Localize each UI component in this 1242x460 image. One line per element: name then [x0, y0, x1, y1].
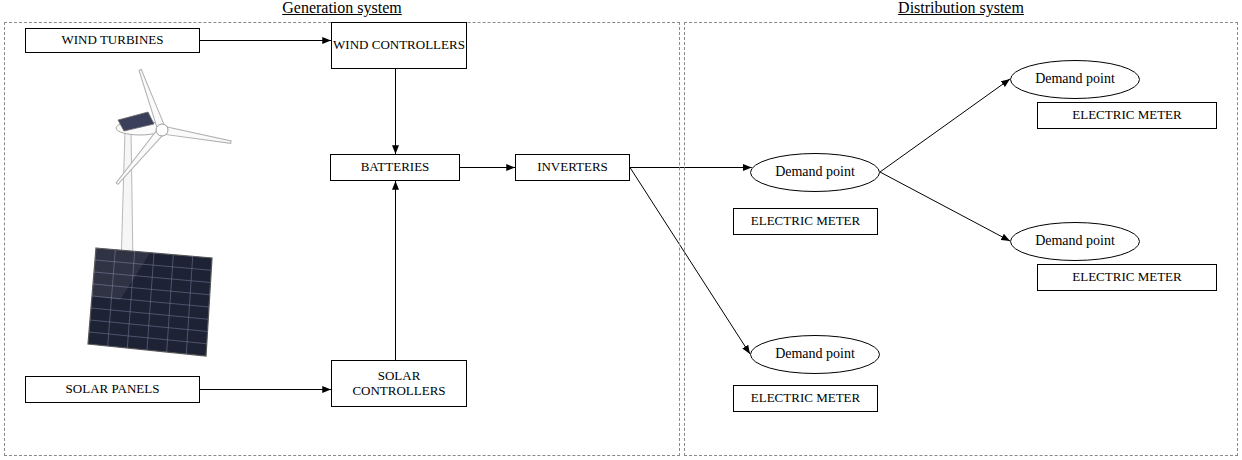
- meter-box: ELECTRIC METER: [1037, 264, 1217, 291]
- flow-arrow: [395, 69, 396, 154]
- flow-arrow: [200, 40, 331, 41]
- box-label: ELECTRIC METER: [751, 214, 860, 229]
- demand-point-ellipse: Demand point: [1010, 222, 1140, 261]
- component-box: WIND TURBINES: [25, 28, 200, 53]
- panel-frame: [88, 248, 212, 356]
- flow-arrow: [630, 167, 752, 168]
- box-label: Demand point: [775, 164, 855, 180]
- connector-group: [200, 41, 1010, 390]
- flow-arrow: [880, 79, 1010, 172]
- box-label: ELECTRIC METER: [1072, 270, 1181, 285]
- turbine-blade: [136, 68, 165, 131]
- turbine-rotor: [114, 68, 232, 186]
- box-label: INVERTERS: [537, 160, 608, 175]
- component-box: SOLAR PANELS: [25, 376, 200, 403]
- turbine-blade: [161, 126, 231, 146]
- component-box: BATTERIES: [330, 154, 460, 181]
- ellipse-shape: [751, 335, 880, 373]
- turbine-hub: [156, 124, 168, 136]
- box-label: Demand point: [1035, 233, 1115, 249]
- flow-arrow: [460, 167, 515, 168]
- wind-turbine-illustration: [110, 68, 232, 271]
- turbine-solar-cell: [118, 112, 154, 131]
- meter-box: ELECTRIC METER: [733, 385, 878, 412]
- box-label: Demand point: [1035, 71, 1115, 87]
- ellipse-shape: [1011, 222, 1140, 260]
- demand-point-ellipse: Demand point: [750, 153, 880, 192]
- box-label: WIND TURBINES: [62, 33, 164, 48]
- flow-arrow: [880, 172, 1010, 241]
- component-box: SOLAR CONTROLLERS: [331, 360, 467, 407]
- demand-point-ellipse: Demand point: [750, 335, 880, 374]
- component-box: INVERTERS: [515, 154, 630, 181]
- system-panel: Distribution systemDemand pointELECTRIC …: [684, 22, 1238, 456]
- flow-arrow: [200, 389, 331, 390]
- panel-heading: Generation system: [5, 0, 679, 17]
- box-label: WIND CONTROLLERS: [333, 38, 465, 53]
- grid-line: [90, 320, 208, 332]
- component-box: WIND CONTROLLERS: [331, 22, 467, 69]
- turbine-tower: [121, 130, 133, 266]
- meter-box: ELECTRIC METER: [1037, 102, 1217, 129]
- flow-arrow: [630, 168, 750, 355]
- grid-line: [89, 332, 207, 344]
- box-label: SOLAR PANELS: [66, 382, 160, 397]
- box-label: SOLAR CONTROLLERS: [332, 369, 466, 399]
- demand-point-ellipse: Demand point: [1010, 60, 1140, 99]
- panel-heading: Distribution system: [685, 0, 1237, 17]
- box-label: Demand point: [775, 346, 855, 362]
- meter-box: ELECTRIC METER: [733, 208, 878, 235]
- panel-reflection: [92, 248, 150, 300]
- ellipse-shape: [751, 153, 880, 191]
- system-panel: Generation systemWIND TURBINESWIND CONTR…: [4, 22, 680, 456]
- ellipse-shape: [1011, 60, 1140, 98]
- box-label: BATTERIES: [361, 160, 430, 175]
- turbine-blade: [114, 127, 165, 186]
- flow-arrow: [395, 181, 396, 360]
- box-label: ELECTRIC METER: [751, 391, 860, 406]
- solar-panel-illustration: [88, 248, 212, 356]
- box-label: ELECTRIC METER: [1072, 108, 1181, 123]
- grid-line: [91, 308, 208, 319]
